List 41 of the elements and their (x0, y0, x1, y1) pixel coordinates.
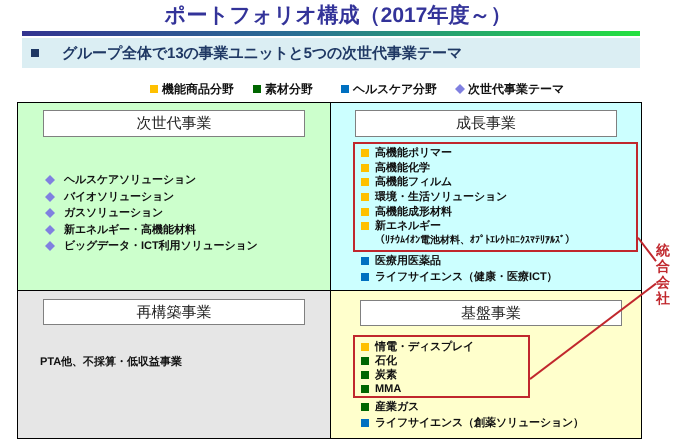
list-item: ライフサイエンス（健康・医療ICT） (375, 270, 558, 284)
subtitle-banner (22, 38, 640, 68)
highlight-frame (353, 335, 530, 398)
quadrant-panel (330, 290, 642, 439)
section-heading: 再構築事業 (43, 299, 305, 325)
quadrant-panel (330, 102, 642, 291)
leader-line (529, 282, 657, 380)
list-item: ヘルスケアソリューション (64, 173, 196, 188)
section-heading: 基盤事業 (360, 300, 622, 326)
list-item: ガスソリューション (64, 206, 163, 220)
legend-label: 機能商品分野 (162, 82, 234, 97)
list-item: 環境・生活ソリューション (375, 190, 507, 204)
list-item: ビッグデータ・ICT利用ソリューション (64, 239, 258, 254)
callout-text: 統合会社 (656, 242, 670, 306)
quadrant-panel (17, 102, 331, 291)
list-item: ライフサイエンス（創薬ソリューション） (375, 416, 584, 430)
list-item: 高機能化学 (375, 160, 430, 175)
item-detail: （ﾘﾁｳﾑｲｵﾝ電池材料、ｵﾌﾟﾄｴﾚｸﾄﾛﾆｸｽﾏﾃﾘｱﾙｽﾞ） (375, 234, 575, 247)
list-item: 炭素 (375, 368, 397, 382)
description-text: PTA他、不採算・低収益事業 (40, 355, 182, 369)
list-item: 産業ガス (375, 400, 419, 414)
section-heading: 成長事業 (355, 110, 617, 137)
list-item: 新エネルギー (375, 219, 441, 234)
list-item: 情電・ディスプレイ (375, 340, 474, 354)
section-heading: 次世代事業 (43, 110, 305, 137)
legend-label: 次世代事業テーマ (468, 82, 564, 97)
list-item: 高機能成形材料 (375, 204, 452, 219)
legend-label: 素材分野 (265, 82, 313, 97)
leader-line (637, 237, 657, 262)
list-item: MMA (375, 382, 402, 396)
highlight-frame (353, 142, 638, 252)
list-item: 医療用医薬品 (375, 254, 441, 268)
subtitle-text: グループ全体で13の事業ユニットと5つの次世代事業テーマ (62, 45, 462, 62)
title: ポートフォリオ構成（2017年度～） (164, 3, 512, 29)
list-item: バイオソリューション (64, 190, 174, 204)
legend-label: ヘルスケア分野 (353, 82, 437, 97)
list-item: 新エネルギー・高機能材料 (64, 222, 196, 237)
list-item: 石化 (375, 354, 397, 368)
quadrant-panel (17, 290, 331, 439)
list-item: 高機能フィルム (375, 175, 452, 190)
list-item: 高機能ポリマー (375, 146, 452, 160)
